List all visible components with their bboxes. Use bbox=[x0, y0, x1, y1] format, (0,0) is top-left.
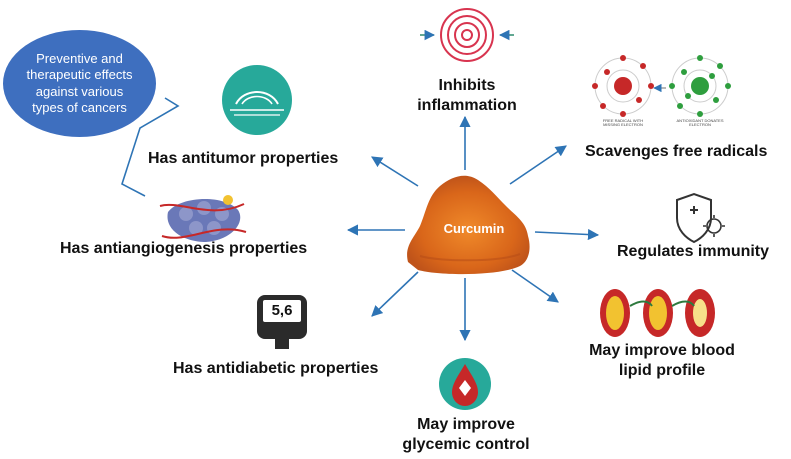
curcumin-powder-icon bbox=[407, 175, 530, 275]
glycemic-label: May improve glycemic control bbox=[402, 416, 530, 453]
lipid-label: May improve blood lipid profile bbox=[589, 342, 735, 379]
inflammation-target-icon bbox=[420, 8, 514, 62]
immunity-label: Regulates immunity bbox=[617, 243, 770, 260]
arrow-antidiabetic bbox=[371, 271, 419, 317]
antidiabetic-label: Has antidiabetic properties bbox=[173, 360, 379, 377]
inflammation-label: Inhibits inflammation bbox=[417, 77, 517, 114]
free-radical-icon bbox=[592, 55, 654, 117]
blood-vessel-icon bbox=[600, 289, 715, 337]
angiogenesis-icon bbox=[159, 195, 247, 242]
free-radical-caption: FREE RADICAL WITH MISSING ELECTRON bbox=[602, 118, 644, 128]
cancer-effects-bubble: Preventive and therapeutic effects again… bbox=[3, 30, 156, 137]
arrow-antitumor bbox=[371, 156, 419, 187]
curcumin-label: Curcumin bbox=[443, 221, 505, 236]
arrow-free-radicals bbox=[509, 145, 567, 185]
antitumor-icon bbox=[222, 65, 292, 135]
arrow-lipid bbox=[511, 269, 559, 303]
antiangiogenesis-label: Has antiangiogenesis properties bbox=[60, 240, 308, 257]
arrow-immunity bbox=[534, 228, 600, 241]
glucometer-icon bbox=[257, 295, 307, 349]
glucometer-reading: 5,6 bbox=[271, 302, 293, 319]
antitumor-label: Has antitumor properties bbox=[148, 150, 339, 167]
free-radicals-label: Scavenges free radicals bbox=[585, 143, 768, 160]
cancer-bracket bbox=[121, 97, 180, 197]
cancer-effects-text: Preventive and therapeutic effects again… bbox=[26, 51, 133, 115]
blood-drop-icon bbox=[439, 358, 491, 410]
antioxidant-caption: ANTIOXIDANT DONATES ELECTRON bbox=[676, 118, 724, 128]
antioxidant-icon bbox=[653, 55, 731, 117]
immunity-shield-icon bbox=[676, 192, 725, 244]
